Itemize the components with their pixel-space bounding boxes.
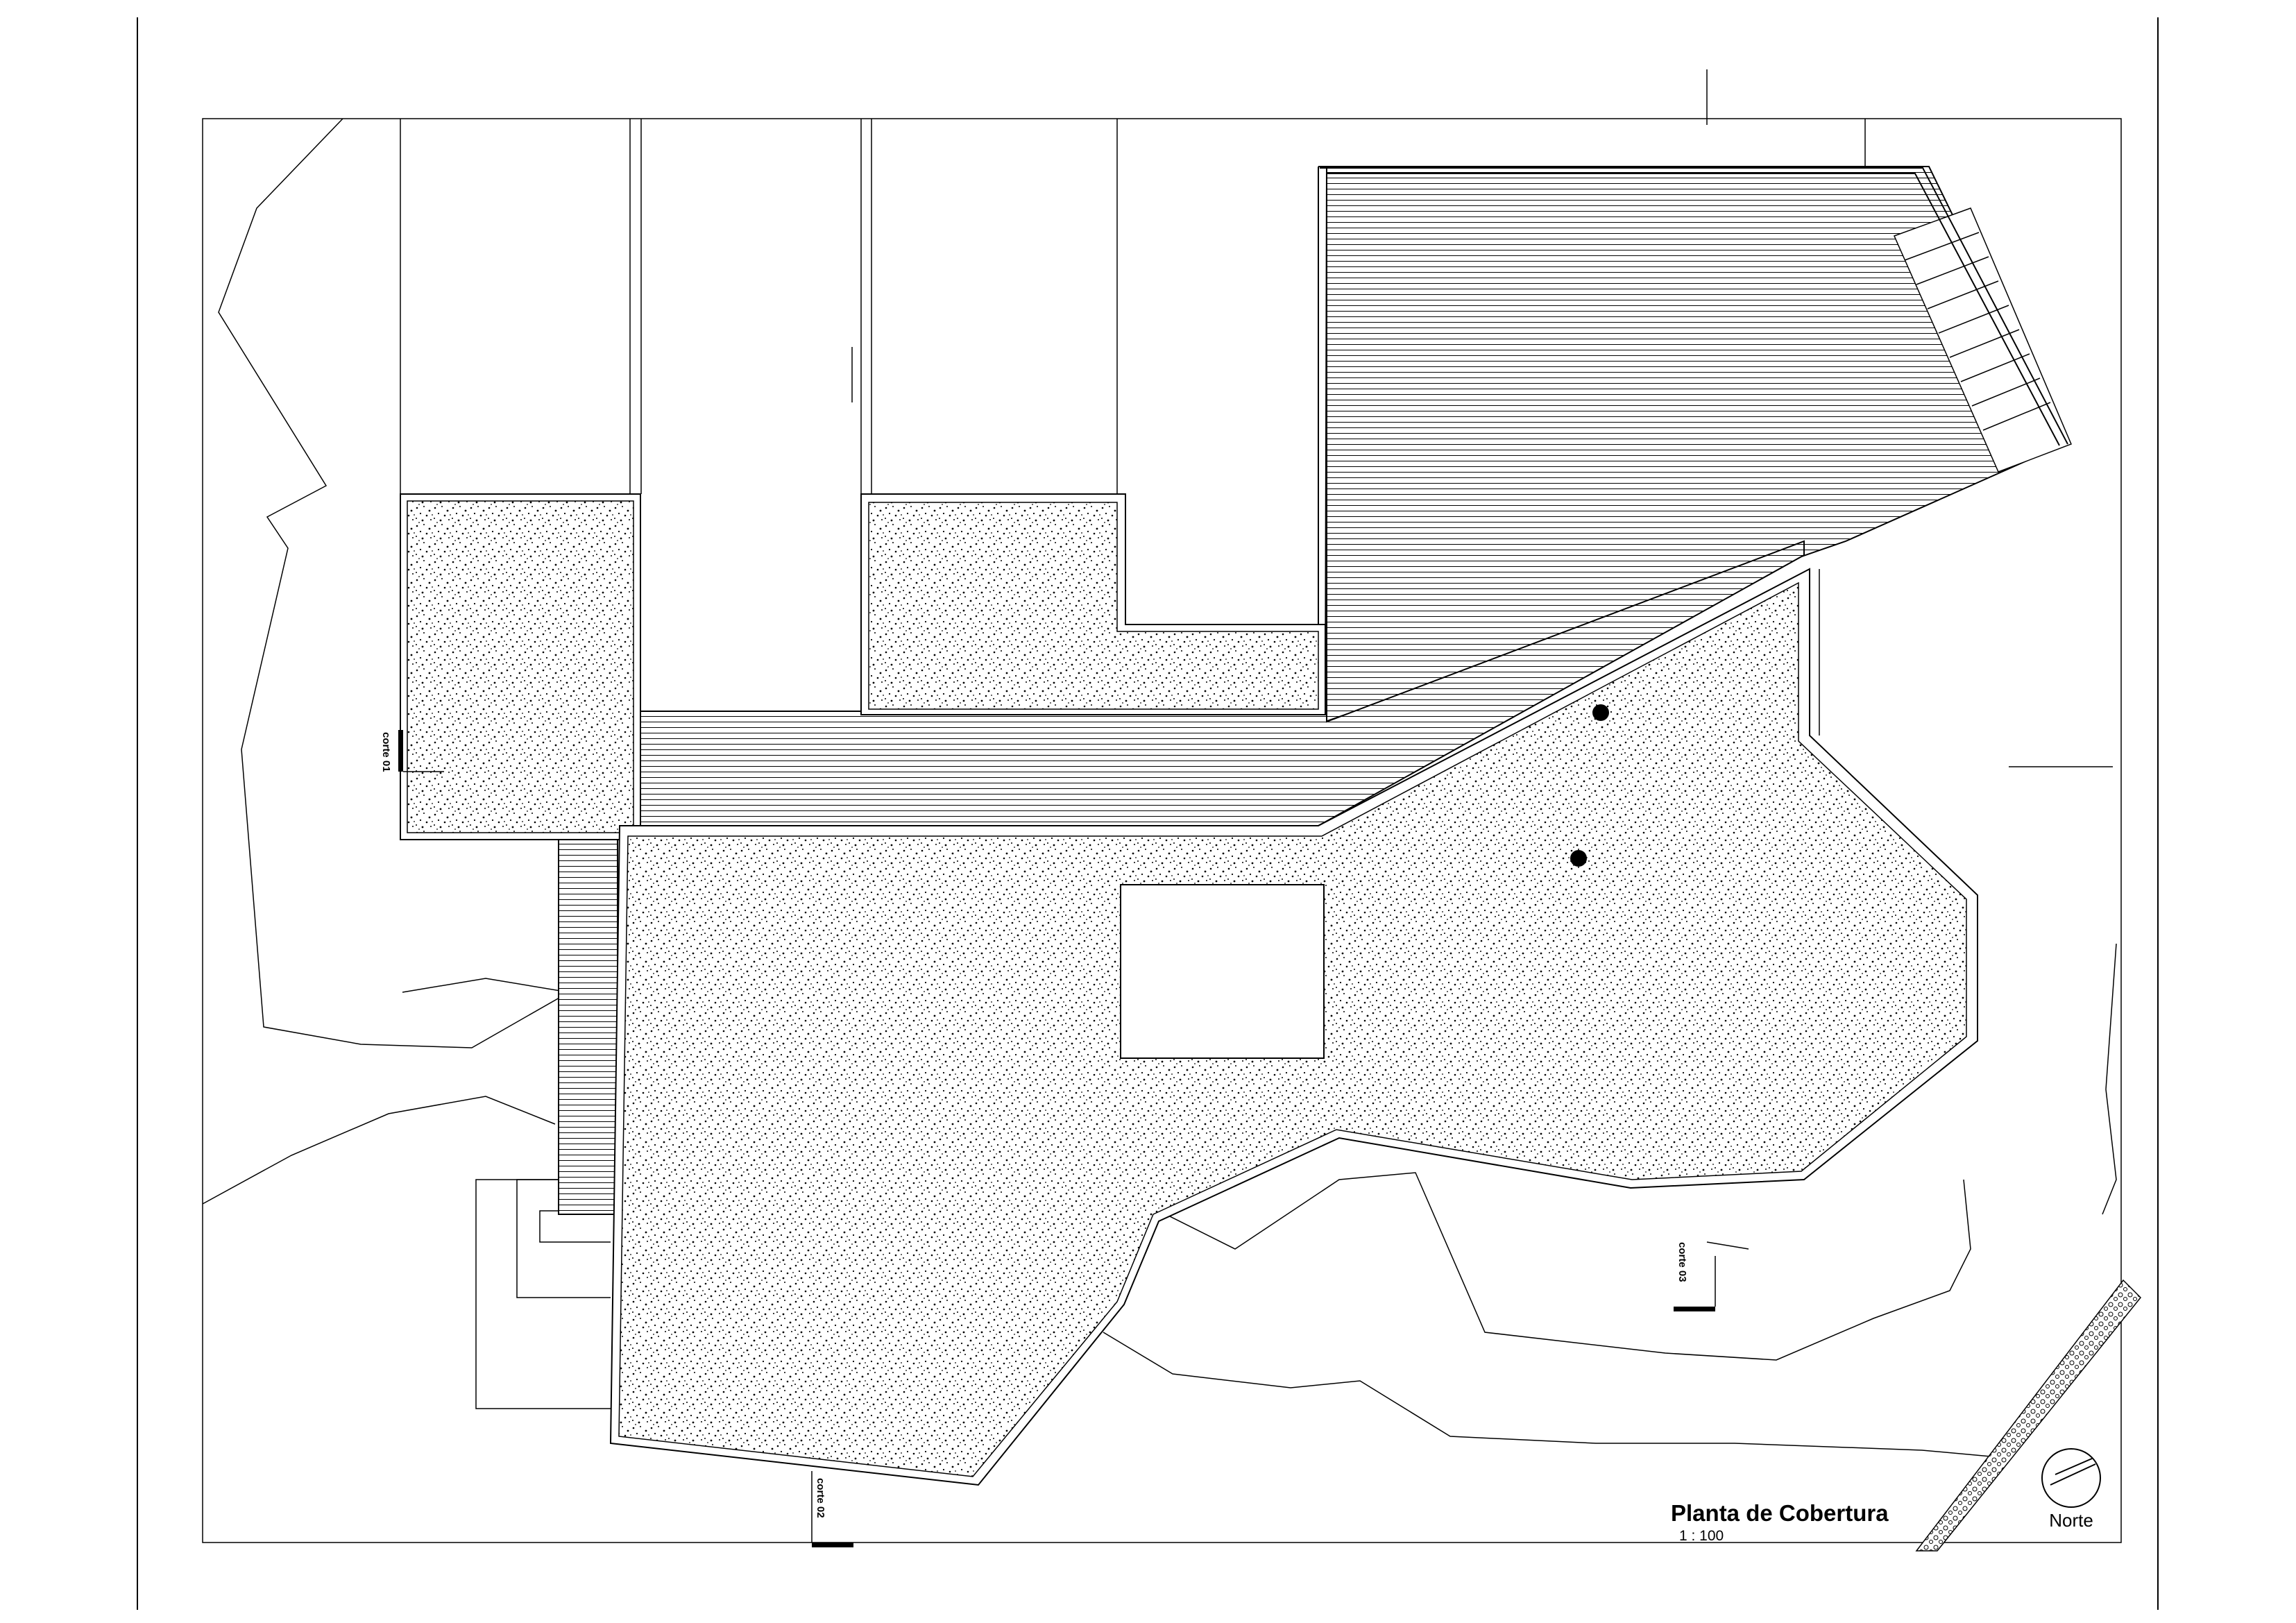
drawing-scale: 1 : 100 [1679, 1528, 1724, 1544]
sheet-frame [137, 17, 2159, 1610]
entrance-steps [475, 1179, 611, 1409]
section-cut-01-label: corte 01 [380, 732, 392, 772]
roof-drain-2 [1570, 850, 1587, 867]
gravel-roof-nc [860, 493, 1326, 715]
north-label: Norte [2049, 1510, 2093, 1531]
rubble-strip [1915, 1279, 2142, 1552]
section-cut-01: corte 01 [380, 730, 444, 772]
section-cut-02: corte 02 [811, 1471, 853, 1547]
skylight-opening [1120, 884, 1325, 1059]
site-contours [202, 69, 2117, 1458]
section-cut-03-label: corte 03 [1676, 1242, 1688, 1282]
section-cut-03: corte 03 [1674, 1242, 1716, 1311]
stair-west [558, 839, 618, 1215]
roof-drain-1 [1592, 704, 1609, 721]
gravel-roof-nw [400, 493, 641, 840]
north-arrow-icon [2041, 1448, 2101, 1508]
section-cut-02-label: corte 02 [815, 1478, 826, 1518]
drawing-title: Planta de Cobertura [1671, 1500, 1889, 1526]
